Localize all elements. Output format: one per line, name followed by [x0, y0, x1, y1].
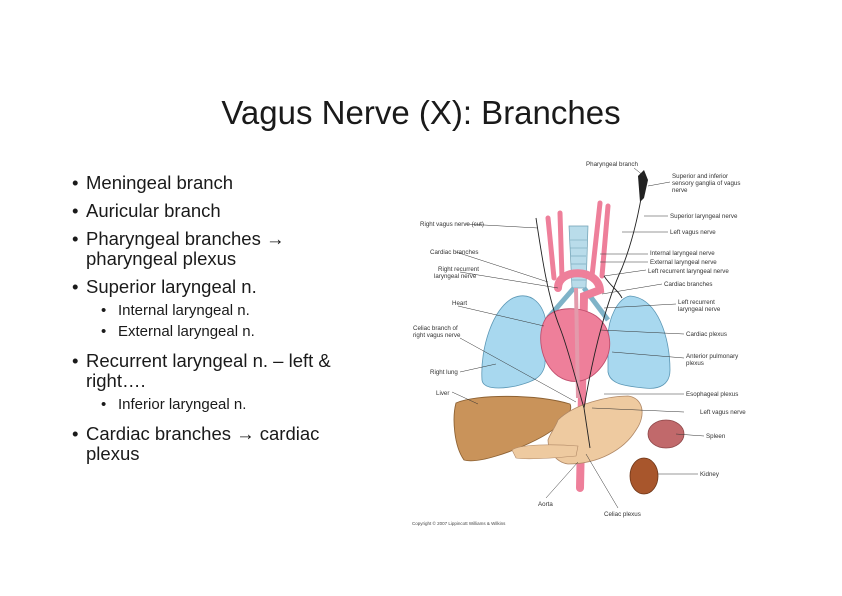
bullet-list: Meningeal branch Auricular branch Pharyn… — [72, 173, 372, 472]
label-cardiac-branches-right: Cardiac branches — [430, 249, 479, 256]
copyright-text: Copyright © 2007 Lippincott Williams & W… — [412, 520, 506, 526]
label-right-vagus-cut: Right vagus nerve (cut) — [420, 221, 484, 228]
label-kidney: Kidney — [700, 471, 720, 478]
label-superior-laryngeal: Superior laryngeal nerve — [670, 213, 738, 220]
label-liver: Liver — [436, 390, 449, 397]
label-pharyngeal-branch: Pharyngeal branch — [586, 161, 639, 168]
label-left-vagus: Left vagus nerve — [670, 229, 716, 236]
label-spleen: Spleen — [706, 433, 726, 440]
carotid-arteries — [545, 200, 611, 281]
label-internal-laryngeal: Internal laryngeal nerve — [650, 250, 715, 257]
label-aorta: Aorta — [538, 501, 553, 508]
esophagus-shape — [574, 287, 580, 399]
label-external-laryngeal: External laryngeal nerve — [650, 259, 717, 266]
label-right-lung: Right lung — [430, 369, 458, 376]
aorta-shape — [554, 269, 605, 492]
trachea-shape — [568, 225, 589, 289]
kidney-shape — [629, 457, 659, 495]
ganglion-shape — [638, 170, 648, 202]
liver-shape — [453, 395, 572, 462]
right-lung-shape — [481, 295, 547, 389]
label-celiac-plexus: Celiac plexus — [604, 511, 641, 518]
sub-bullet-external-laryngeal: External laryngeal n. — [72, 322, 372, 341]
spleen-shape — [647, 419, 685, 449]
bullet-pharyngeal: Pharyngeal branches → pharyngeal plexus — [72, 229, 372, 269]
left-lung-shape — [607, 295, 671, 389]
slide-title: Vagus Nerve (X): Branches — [221, 94, 621, 131]
label-left-vagus-2: Left vagus nerve — [700, 409, 746, 416]
bullet-meningeal: Meningeal branch — [72, 173, 372, 194]
duodenum-shape — [511, 444, 579, 460]
sub-bullet-internal-laryngeal: Internal laryngeal n. — [72, 301, 372, 320]
bullet-recurrent-laryngeal: Recurrent laryngeal n. – left & right…. — [72, 351, 372, 391]
label-heart: Heart — [452, 300, 467, 307]
bullet-cardiac: Cardiac branches → cardiac plexus — [72, 424, 372, 464]
label-cardiac-plexus: Cardiac plexus — [686, 331, 727, 338]
vagus-nerve-paths — [535, 179, 645, 449]
label-esophageal-plexus: Esophageal plexus — [686, 391, 738, 398]
label-cardiac-branches-left: Cardiac branches — [664, 281, 713, 288]
label-left-recurrent: Left recurrent laryngeal nerve — [648, 268, 729, 275]
sub-bullet-inferior-laryngeal: Inferior laryngeal n. — [72, 395, 372, 414]
bullet-auricular: Auricular branch — [72, 201, 372, 222]
leader-lines — [451, 167, 705, 509]
bullet-superior-laryngeal: Superior laryngeal n. — [72, 277, 372, 298]
